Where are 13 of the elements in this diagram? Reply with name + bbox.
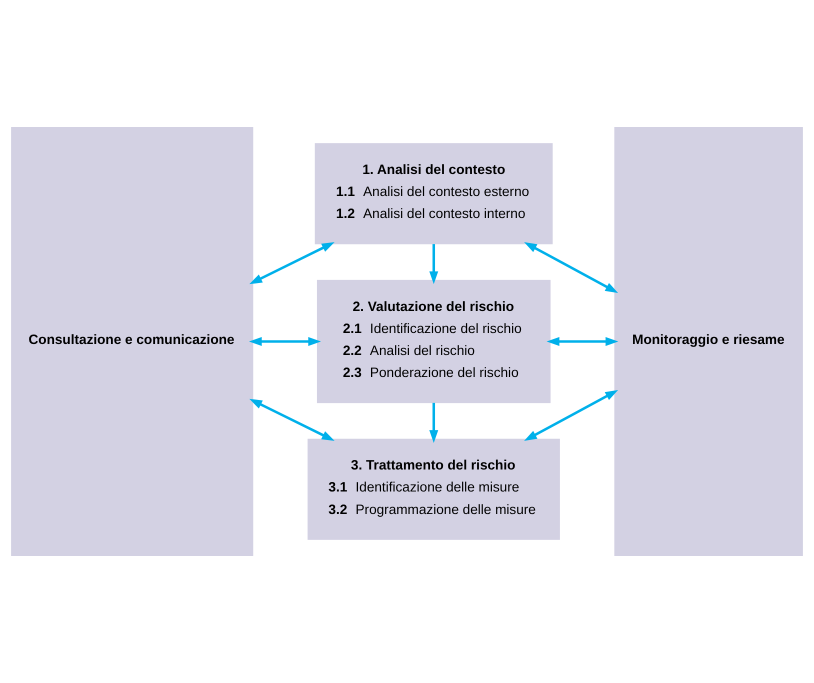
arrow xyxy=(546,337,618,346)
node-box: Monitoraggio e riesame xyxy=(614,126,803,556)
node-box: 1. Analisi del contesto 1.1 Analisi del contesto esterno 1.2 Analisi del contesto interno xyxy=(314,143,553,244)
arrow xyxy=(524,242,618,293)
arrow xyxy=(524,390,618,441)
node-box: Consultazione e comunicazione xyxy=(11,126,254,556)
arrow xyxy=(248,337,322,346)
node-box: 3. Trattamento del rischio 3.1 Identificazione delle misure 3.2 Programmazione delle misure xyxy=(308,438,560,540)
arrow xyxy=(429,244,438,284)
arrow xyxy=(429,402,438,443)
arrow xyxy=(249,242,335,284)
arrow xyxy=(249,398,335,441)
node-box: 2. Valutazione del rischio 2.1 Identificazione del rischio 2.2 Analisi del rischio 2.3 Ponderazione del rischio xyxy=(316,280,551,404)
